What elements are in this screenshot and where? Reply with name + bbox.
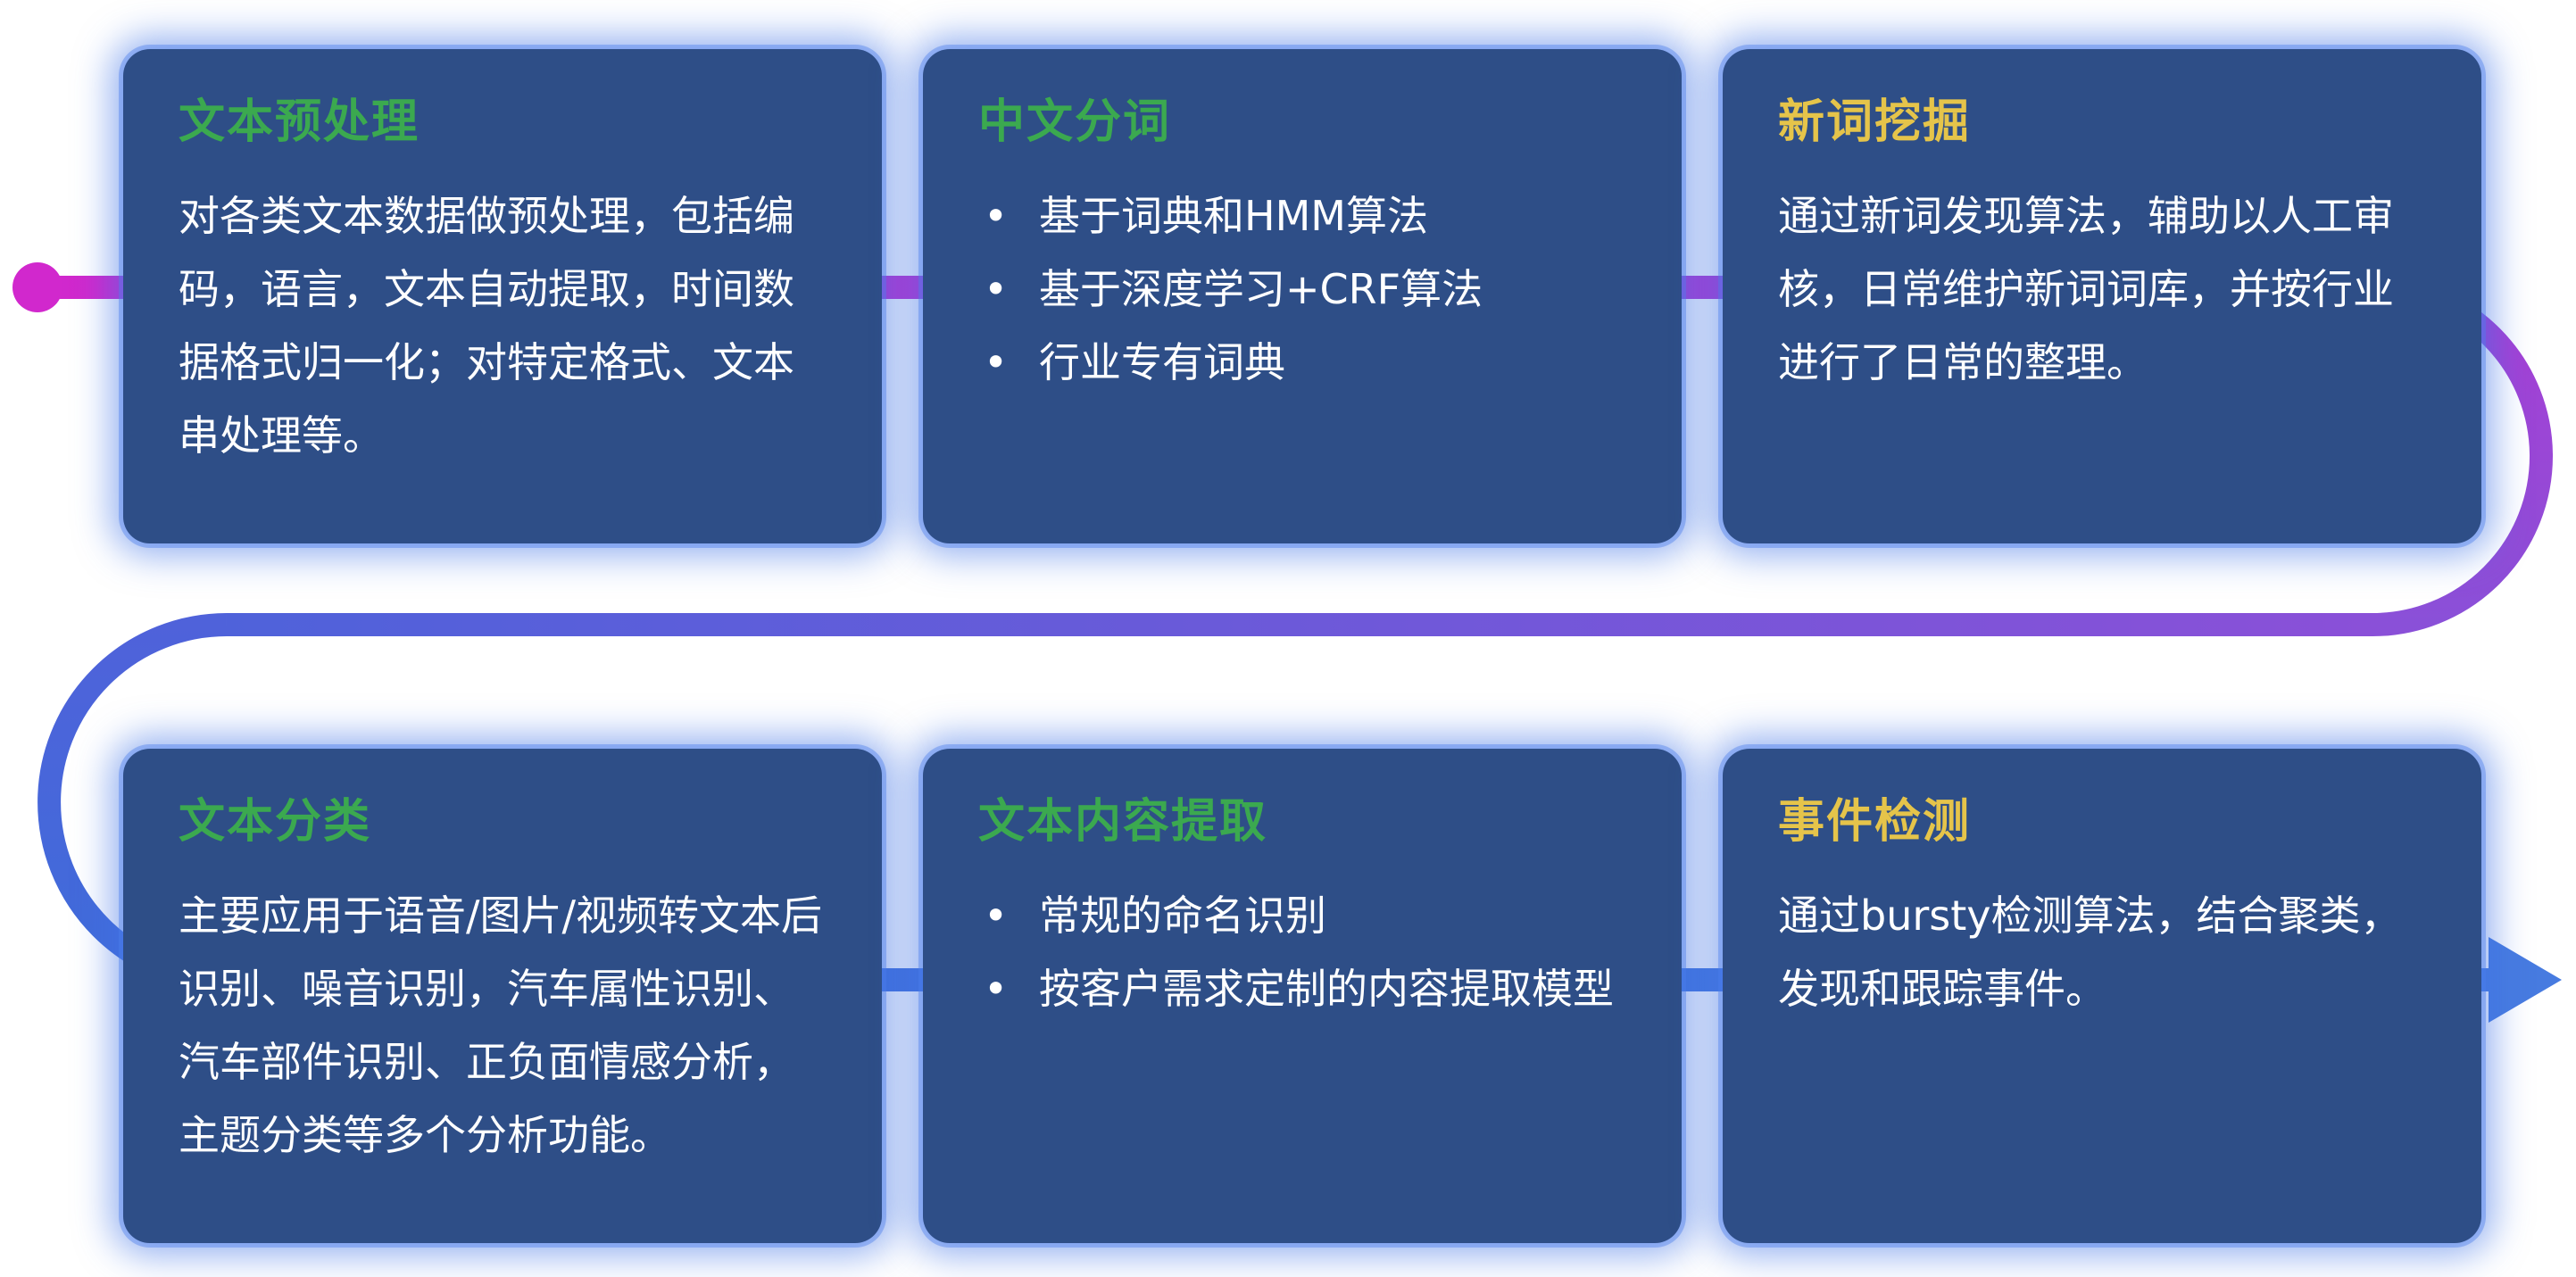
card-title: 中文分词 <box>978 95 1172 149</box>
card-title: 文本预处理 <box>179 95 420 149</box>
bullet-item: 按客户需求定制的内容提取模型 <box>978 953 1626 1026</box>
bullet-item: 行业专有词典 <box>978 327 1626 400</box>
flow-start-dot-icon <box>12 262 62 312</box>
bullet-item: 常规的命名识别 <box>978 880 1626 953</box>
card-bullet-list: 常规的命名识别 按客户需求定制的内容提取模型 <box>978 880 1626 1026</box>
card-body: 对各类文本数据做预处理，包括编码，语言，文本自动提取，时间数据格式归一化；对特定… <box>179 192 794 460</box>
card-text-content-extraction: 文本内容提取 常规的命名识别 按客户需求定制的内容提取模型 <box>923 749 1682 1243</box>
card-title: 事件检测 <box>1778 795 1972 849</box>
card-text-preprocessing: 文本预处理 对各类文本数据做预处理，包括编码，语言，文本自动提取，时间数据格式归… <box>123 49 882 543</box>
card-body: 通过bursty检测算法，结合聚类，发现和跟踪事件。 <box>1778 891 2402 1013</box>
card-title: 文本内容提取 <box>978 795 1268 849</box>
card-new-word-mining: 新词挖掘 通过新词发现算法，辅助以人工审核，日常维护新词词库，并按行业进行了日常… <box>1723 49 2481 543</box>
bullet-item: 基于词典和HMM算法 <box>978 180 1626 253</box>
card-body: 通过新词发现算法，辅助以人工审核，日常维护新词词库，并按行业进行了日常的整理。 <box>1778 192 2394 386</box>
card-body: 主要应用于语音/图片/视频转文本后识别、噪音识别，汽车属性识别、汽车部件识别、正… <box>179 891 822 1159</box>
card-title: 文本分类 <box>179 795 372 849</box>
card-event-detection: 事件检测 通过bursty检测算法，结合聚类，发现和跟踪事件。 <box>1723 749 2481 1243</box>
card-text-classification: 文本分类 主要应用于语音/图片/视频转文本后识别、噪音识别，汽车属性识别、汽车部… <box>123 749 882 1243</box>
card-chinese-word-segmentation: 中文分词 基于词典和HMM算法 基于深度学习+CRF算法 行业专有词典 <box>923 49 1682 543</box>
arrow-right-icon <box>2489 937 2562 1023</box>
bullet-item: 基于深度学习+CRF算法 <box>978 253 1626 327</box>
card-bullet-list: 基于词典和HMM算法 基于深度学习+CRF算法 行业专有词典 <box>978 180 1626 400</box>
card-title: 新词挖掘 <box>1778 95 1972 149</box>
